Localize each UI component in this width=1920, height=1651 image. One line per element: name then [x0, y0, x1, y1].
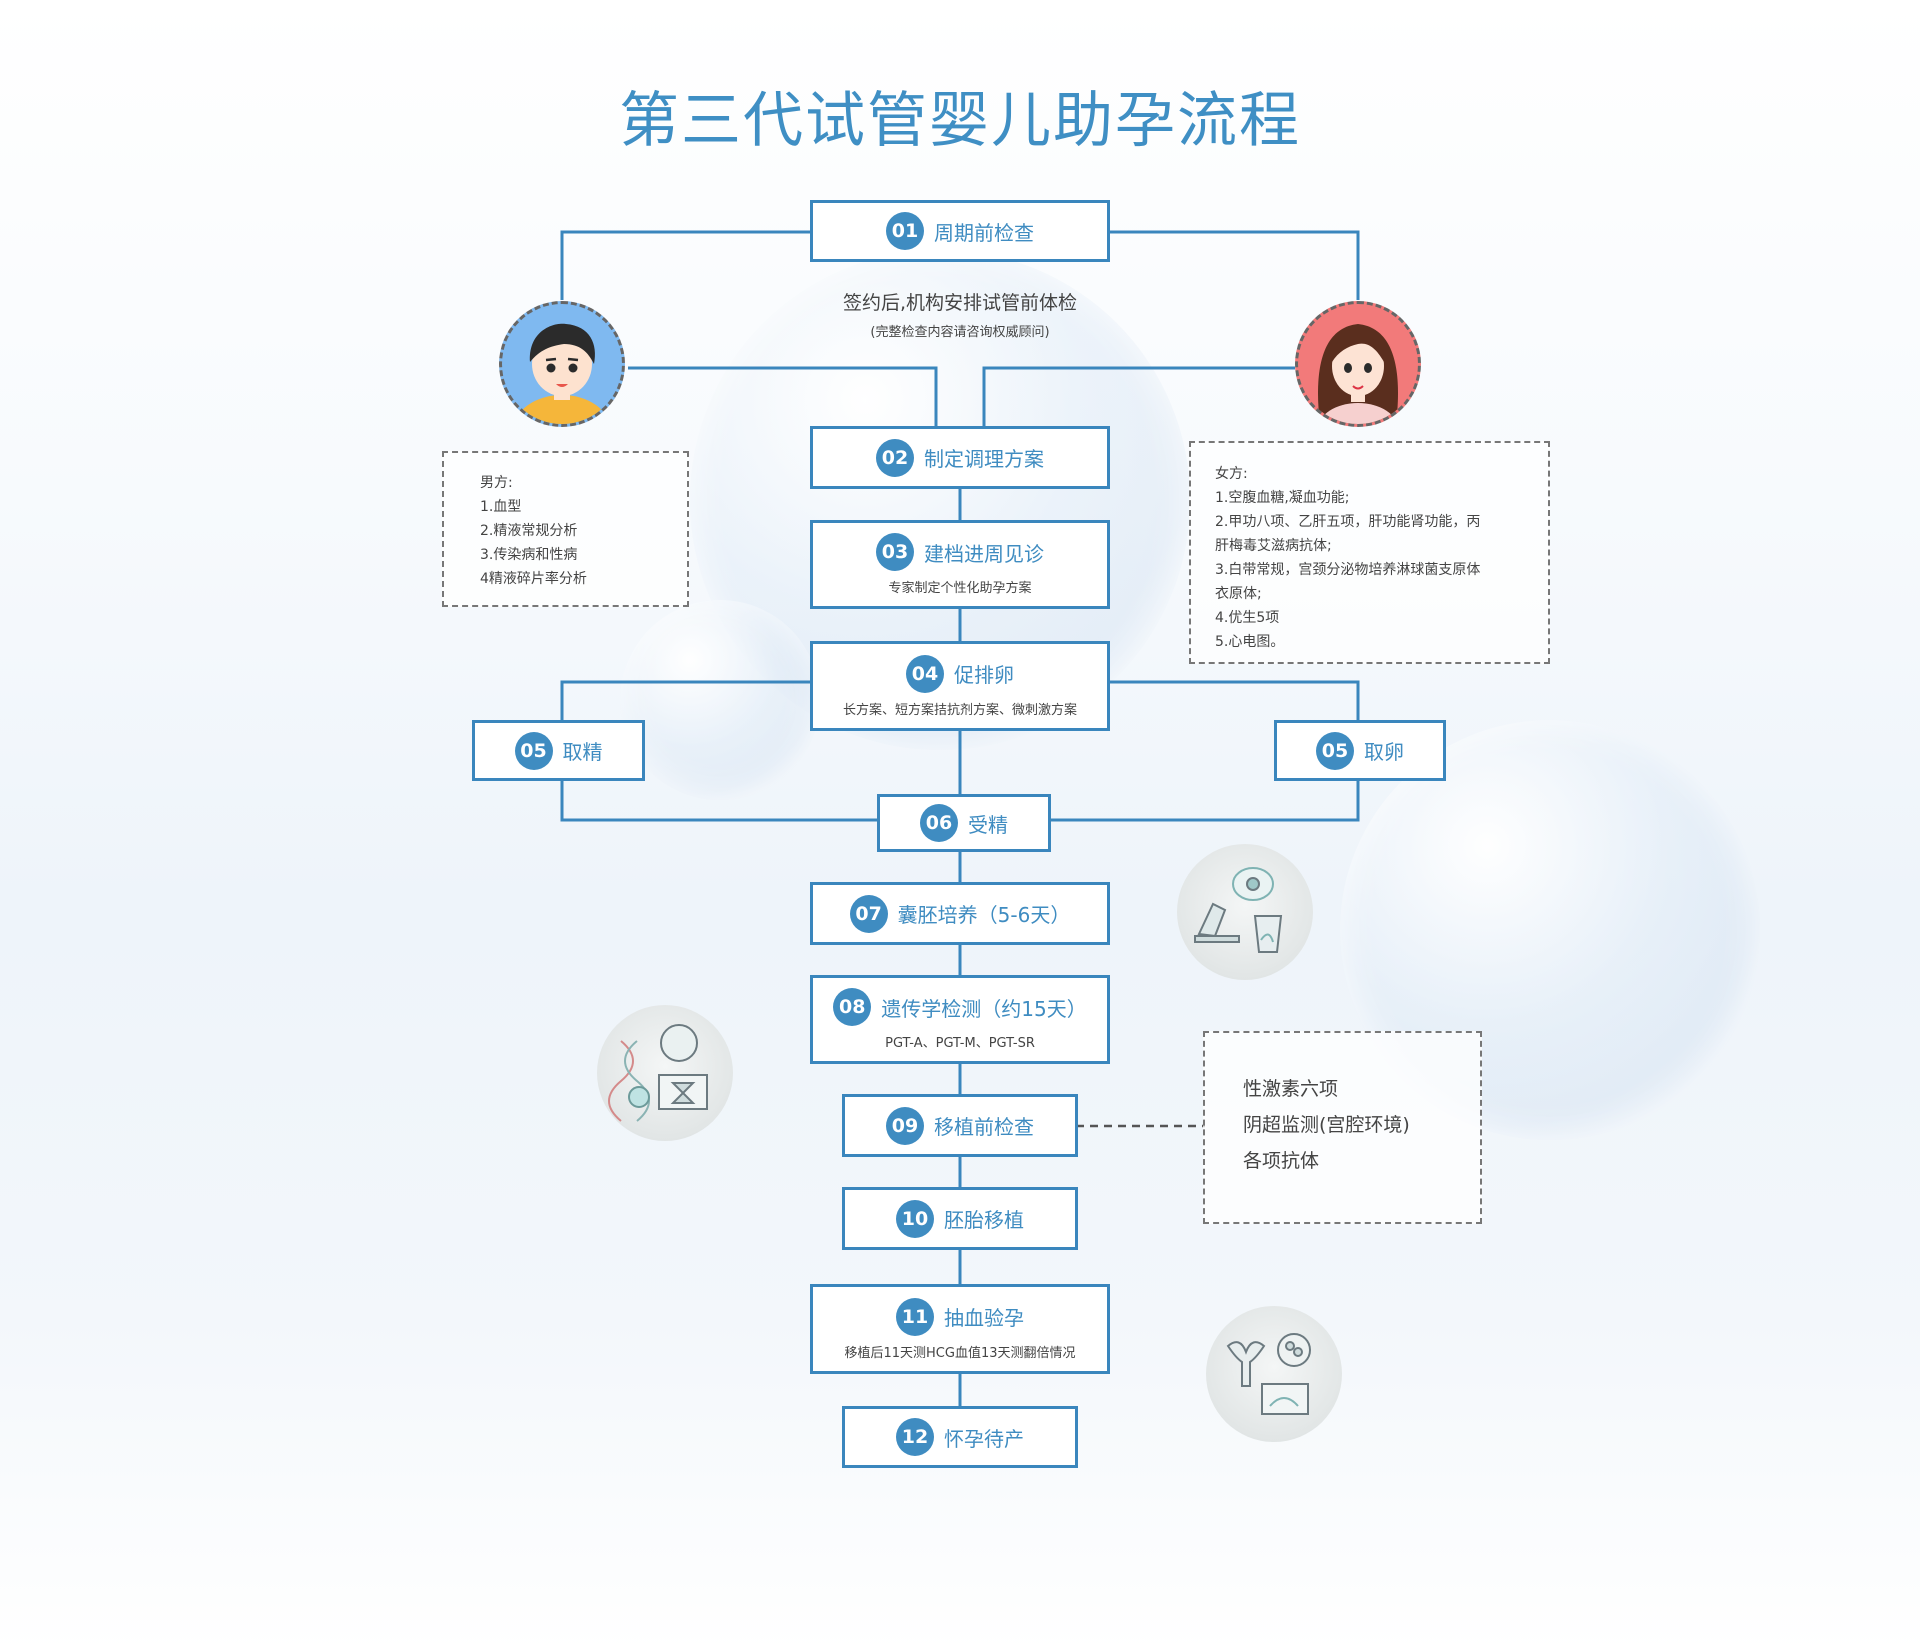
- step-label: 胚胎移植: [944, 1208, 1024, 1232]
- step-sub: 长方案、短方案拮抗剂方案、微刺激方案: [842, 702, 1077, 718]
- male-exam-box: 男方: 1.血型 2.精液常规分析 3.传染病和性病 4精液碎片率分析: [442, 451, 689, 607]
- female-exam-item: 1.空腹血糖,凝血功能;: [1215, 490, 1350, 506]
- uterus-embryo-icon: [1206, 1306, 1342, 1442]
- female-exam-item: 肝梅毒艾滋病抗体;: [1215, 538, 1332, 554]
- step-label: 遗传学检测（约15天）: [881, 996, 1087, 1021]
- male-exam-item: 2.精液常规分析: [480, 523, 578, 539]
- female-exam-item: 衣原体;: [1215, 586, 1262, 602]
- step-07-box: 07 囊胚培养（5-6天）: [810, 882, 1110, 945]
- step-08-box: 08 遗传学检测（约15天） PGT-A、PGT-M、PGT-SR: [810, 975, 1110, 1064]
- transfer-exam-item: 各项抗体: [1243, 1150, 1320, 1172]
- step-sub: PGT-A、PGT-M、PGT-SR: [885, 1036, 1035, 1051]
- step-label: 囊胚培养（5-6天）: [897, 903, 1071, 927]
- step-06-box: 06 受精: [877, 794, 1051, 852]
- step-number: 11: [896, 1297, 934, 1336]
- step-label: 怀孕待产: [944, 1426, 1024, 1451]
- dna-monitor-icon: [597, 1005, 733, 1141]
- step-number: 04: [906, 654, 944, 693]
- male-exam-item: 4精液碎片率分析: [480, 571, 587, 587]
- step-05-sperm-box: 05 取精: [472, 720, 645, 781]
- transfer-exam-box: 性激素六项 阴超监测(宫腔环境) 各项抗体: [1203, 1031, 1482, 1224]
- step-number: 12: [896, 1418, 934, 1456]
- male-exam-item: 男方:: [480, 475, 513, 491]
- step-label: 抽血验孕: [944, 1306, 1024, 1330]
- step-number: 02: [876, 438, 914, 477]
- step-03-box: 03 建档进周见诊 专家制定个性化助孕方案: [810, 520, 1110, 609]
- step-number: 10: [896, 1199, 934, 1238]
- female-exam-item: 3.白带常规，宫颈分泌物培养淋球菌支原体: [1215, 562, 1481, 578]
- step-label: 制定调理方案: [924, 447, 1044, 471]
- female-exam-box: 女方: 1.空腹血糖,凝血功能; 2.甲功八项、乙肝五项，肝功能肾功能，丙 肝梅…: [1189, 441, 1550, 664]
- step-number: 09: [886, 1106, 924, 1145]
- step-number: 05: [1316, 731, 1354, 770]
- page-title: 第三代试管婴儿助孕流程: [619, 86, 1301, 156]
- male-exam-item: 1.血型: [480, 499, 522, 515]
- step-09-box: 09 移植前检查: [842, 1094, 1078, 1157]
- transfer-exam-item: 阴超监测(宫腔环境): [1243, 1114, 1410, 1136]
- step-number: 01: [886, 212, 924, 250]
- male-avatar-icon: [499, 301, 625, 427]
- step-10-box: 10 胚胎移植: [842, 1187, 1078, 1250]
- step-label: 取卵: [1364, 740, 1404, 764]
- step-01-box: 01 周期前检查: [810, 200, 1110, 262]
- step-04-box: 04 促排卵 长方案、短方案拮抗剂方案、微刺激方案: [810, 641, 1110, 731]
- lab-equipment-icon: [1177, 844, 1313, 980]
- background-bubble: [620, 600, 820, 800]
- pre-check-main: 签约后,机构安排试管前体检: [842, 292, 1078, 314]
- step-number: 08: [833, 988, 872, 1026]
- pre-check-sub: (完整检查内容请咨询权威顾问): [870, 325, 1050, 340]
- step-number: 03: [876, 533, 914, 571]
- step-label: 促排卵: [954, 663, 1014, 687]
- step-label: 受精: [968, 812, 1008, 837]
- step-label: 移植前检查: [934, 1115, 1034, 1139]
- step-label: 取精: [562, 740, 603, 764]
- step-sub: 专家制定个性化助孕方案: [888, 581, 1032, 596]
- step-11-box: 11 抽血验孕 移植后11天测HCG血值13天测翻倍情况: [810, 1284, 1110, 1374]
- step-05-egg-box: 05 取卵: [1274, 720, 1446, 781]
- step-number: 07: [849, 894, 888, 933]
- step-12-box: 12 怀孕待产: [842, 1406, 1078, 1468]
- female-exam-item: 4.优生5项: [1215, 610, 1280, 626]
- step-number: 05: [514, 731, 553, 770]
- step-label: 周期前检查: [934, 220, 1034, 245]
- transfer-exam-item: 性激素六项: [1243, 1078, 1339, 1100]
- step-02-box: 02 制定调理方案: [810, 426, 1110, 489]
- female-exam-item: 女方:: [1215, 466, 1248, 482]
- female-exam-item: 2.甲功八项、乙肝五项，肝功能肾功能，丙: [1215, 514, 1481, 530]
- step-number: 06: [920, 804, 958, 842]
- step-sub: 移植后11天测HCG血值13天测翻倍情况: [844, 1345, 1076, 1361]
- female-exam-item: 5.心电图。: [1215, 634, 1285, 650]
- step-label: 建档进周见诊: [924, 541, 1044, 566]
- female-avatar-icon: [1295, 301, 1421, 427]
- male-exam-item: 3.传染病和性病: [480, 547, 578, 563]
- pre-check-note: 签约后,机构安排试管前体检 (完整检查内容请咨询权威顾问): [760, 288, 1160, 340]
